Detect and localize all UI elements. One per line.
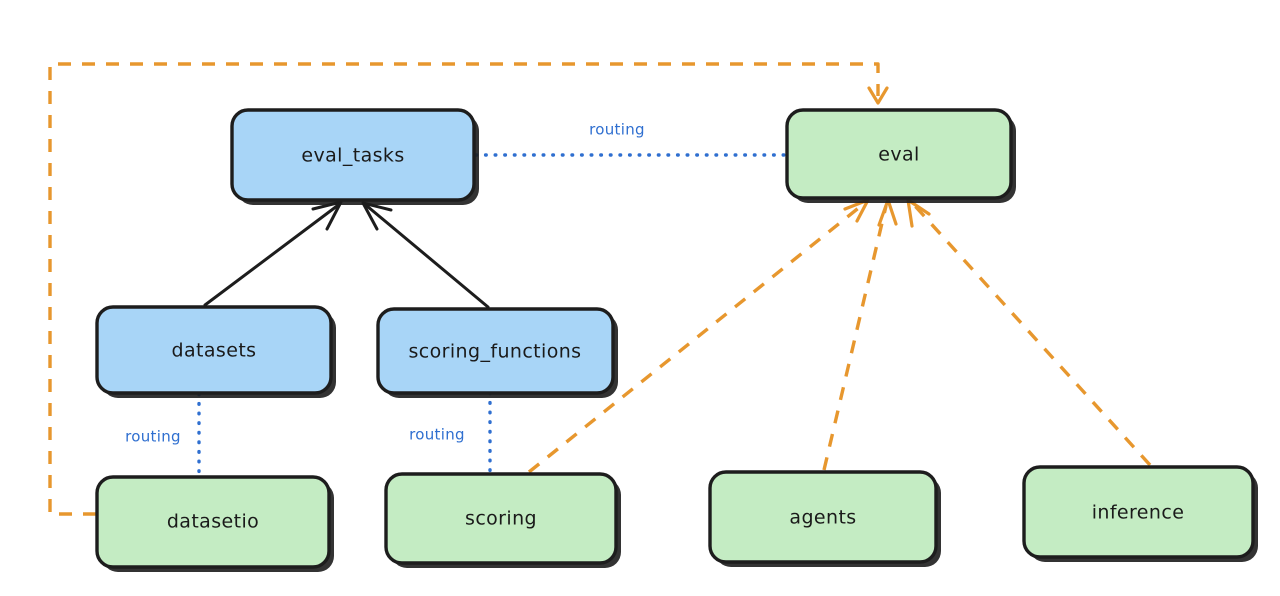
edge-datasetio-eval <box>48 62 889 516</box>
node-label: datasetio <box>167 511 259 533</box>
node-label: inference <box>1092 502 1185 524</box>
node-body[interactable] <box>708 470 938 564</box>
node-label: scoring <box>465 508 537 530</box>
arrowhead-icon <box>867 86 889 105</box>
node-label: eval_tasks <box>301 145 404 167</box>
node-body[interactable] <box>384 472 618 565</box>
node-eval[interactable]: eval <box>785 108 1016 203</box>
node-agents[interactable]: agents <box>708 470 941 567</box>
node-scoring[interactable]: scoring <box>384 472 621 568</box>
edge-agents-eval <box>822 198 898 471</box>
arrowhead-icon <box>906 198 931 228</box>
node-eval-tasks[interactable]: eval_tasks <box>230 108 479 205</box>
node-datasetio[interactable]: datasetio <box>95 475 334 572</box>
node-body[interactable] <box>785 108 1013 200</box>
edge-label-routing-left: routing <box>125 428 181 446</box>
node-body[interactable] <box>376 307 615 395</box>
node-label: agents <box>789 507 856 529</box>
node-body[interactable] <box>95 305 333 395</box>
edge-label-routing-center: routing <box>409 426 465 444</box>
node-body[interactable] <box>95 475 331 569</box>
arrowhead-icon <box>877 198 898 227</box>
node-label: scoring_functions <box>409 341 582 363</box>
node-datasets[interactable]: datasets <box>95 305 336 398</box>
edge-datasets-evaltasks <box>203 200 343 307</box>
edge-scoringfunctions-evaltasks <box>361 201 490 309</box>
edge-label-layer: routing routing routing <box>125 121 645 446</box>
node-inference[interactable]: inference <box>1022 465 1258 562</box>
edge-inference-eval <box>906 198 1152 467</box>
edge-label-routing-top: routing <box>589 121 645 139</box>
node-label: datasets <box>172 340 257 362</box>
node-body[interactable] <box>1022 465 1255 559</box>
node-scoring-functions[interactable]: scoring_functions <box>376 307 618 398</box>
node-body[interactable] <box>230 108 476 202</box>
node-label: eval <box>878 144 919 166</box>
